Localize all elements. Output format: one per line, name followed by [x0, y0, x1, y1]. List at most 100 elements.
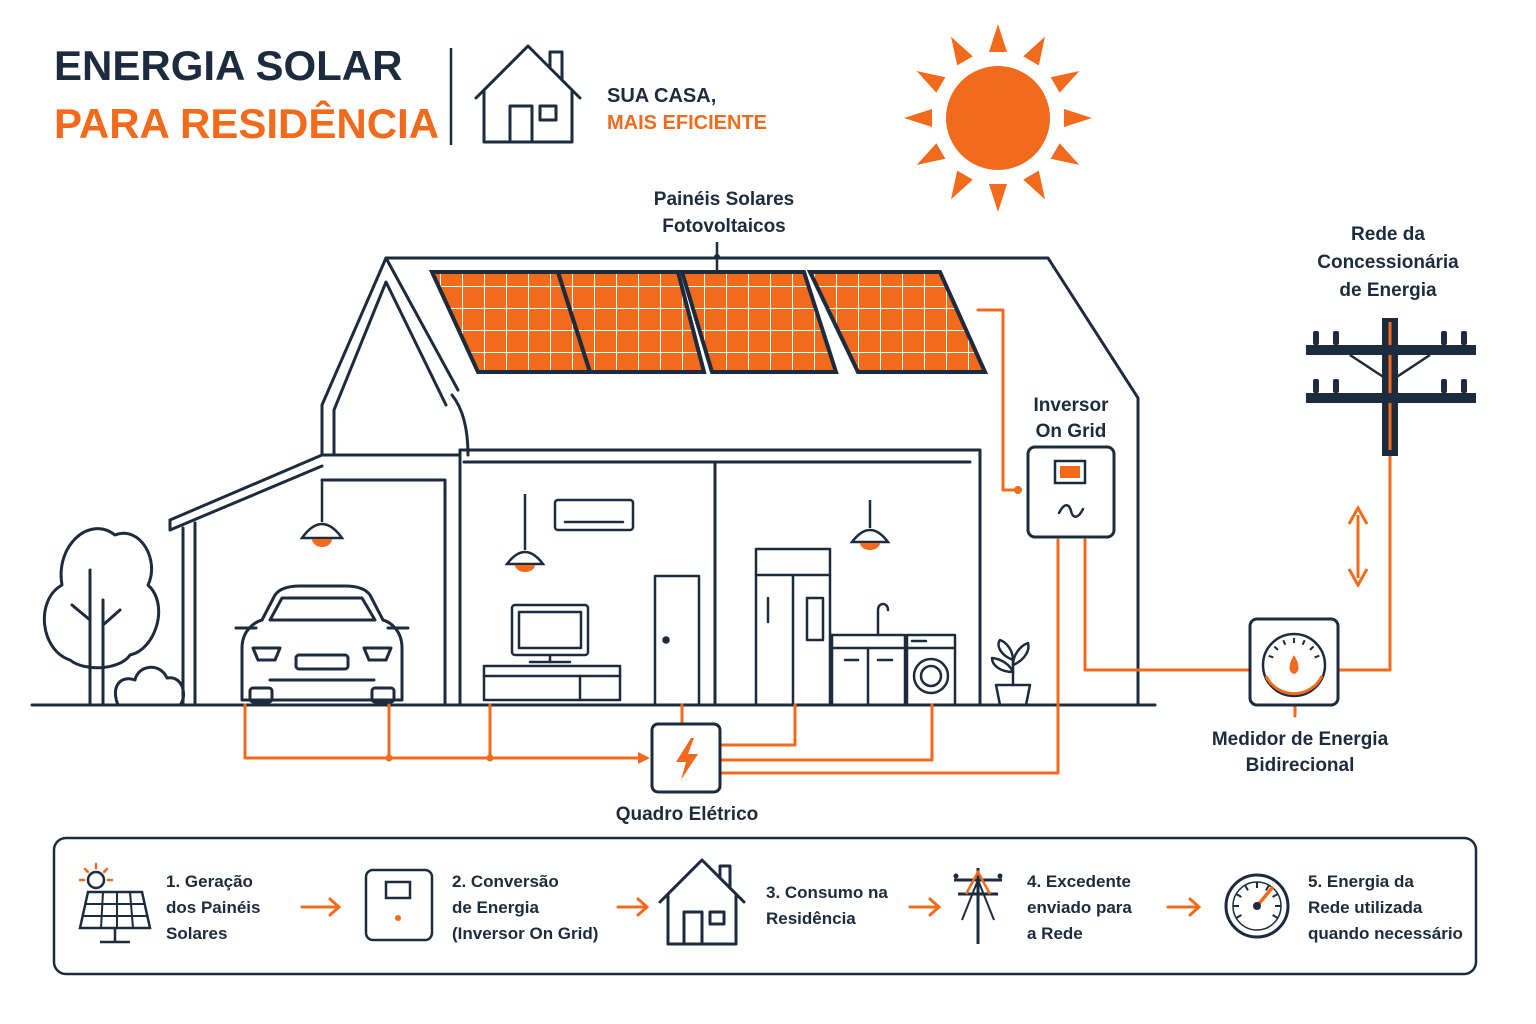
inverter-icon — [1026, 445, 1116, 539]
step-3: 3. Consumo na Residência — [658, 858, 888, 946]
sun-ray — [951, 36, 973, 66]
meter-tick — [1301, 639, 1306, 646]
step-5-line-3: quando necessário — [1308, 924, 1463, 943]
sun-ray — [904, 109, 932, 127]
label-meter-1: Medidor de Energia — [1212, 729, 1389, 750]
step-3-line-2: Residência — [766, 909, 856, 928]
gauge-tick — [1265, 884, 1270, 891]
meter-tick — [1268, 654, 1274, 659]
solar-panel — [679, 270, 839, 374]
house-icon — [658, 858, 746, 946]
refrigerator-icon — [754, 547, 832, 707]
label-inverter-2: On Grid — [1036, 421, 1107, 442]
step-4: 4. Excedente enviado para a Rede — [953, 868, 1132, 944]
gauge-tick — [1235, 914, 1242, 919]
step-4-line-3: a Rede — [1027, 924, 1083, 943]
meter-tick — [1309, 645, 1315, 651]
house-outline — [30, 256, 1157, 707]
sun-icon — [904, 24, 1092, 212]
step-arrow-1 — [300, 897, 342, 917]
pole-insulator — [1461, 331, 1467, 345]
label-grid-1: Rede da — [1351, 224, 1425, 245]
label-breaker: Quadro Elétrico — [616, 804, 759, 825]
tv-icon — [510, 603, 590, 664]
sink-counter-icon — [830, 602, 907, 707]
energy-meter-icon — [1248, 617, 1340, 707]
label-meter-2: Bidirecional — [1246, 755, 1355, 776]
solar-panel — [555, 270, 707, 374]
pole-insulator — [1441, 379, 1447, 393]
tagline-line1: SUA CASA, — [607, 85, 716, 107]
step-2-line-3: (Inversor On Grid) — [452, 924, 598, 943]
step-arrow-3 — [908, 897, 942, 917]
sun-ray — [1050, 71, 1080, 93]
solar-panel — [806, 270, 989, 374]
kitchen-lamp-icon — [849, 500, 891, 550]
label-grid-3: de Energia — [1339, 280, 1437, 301]
tagline-line2: MAIS EFICIENTE — [607, 112, 767, 134]
step-1: 1. Geração dos Painéis Solares — [78, 862, 260, 944]
sun-ray — [1050, 143, 1080, 165]
step-2-line-2: de Energia — [452, 898, 539, 917]
pole-insulator — [1313, 331, 1319, 345]
gauge-tick — [1244, 884, 1249, 891]
power-pole-icon — [953, 868, 1003, 944]
sun-ray — [1023, 170, 1045, 200]
plant-icon — [990, 638, 1032, 707]
step-3-line-1: 3. Consumo na — [766, 883, 888, 902]
step-5-line-1: 5. Energia da — [1308, 872, 1414, 891]
pole-insulator — [1333, 379, 1339, 393]
step-5-line-2: Rede utilizada — [1308, 898, 1423, 917]
sun-ray — [1023, 36, 1045, 66]
pole-insulator — [1313, 379, 1319, 393]
solar-panels — [428, 270, 989, 374]
inverter-icon — [364, 868, 434, 942]
step-2-line-1: 2. Conversão — [452, 872, 559, 891]
door-icon — [653, 574, 701, 707]
solar-panel-icon — [78, 862, 152, 944]
sun-ray — [951, 170, 973, 200]
pole-insulator — [1333, 331, 1339, 345]
step-1-line-1: 1. Geração — [166, 872, 253, 891]
washing-machine-icon — [905, 633, 957, 707]
label-grid-2: Concessionária — [1317, 252, 1459, 273]
utility-pole-icon — [1306, 318, 1476, 456]
label-panels-1: Painéis Solares — [654, 189, 794, 210]
sun-ray — [989, 184, 1007, 212]
gauge-tick — [1235, 893, 1242, 898]
sun-ray — [916, 71, 946, 93]
bidirectional-arrow-icon — [1347, 504, 1369, 589]
sun-ray — [916, 143, 946, 165]
gauge-tick — [1272, 914, 1279, 919]
step-1-line-3: Solares — [166, 924, 227, 943]
living-lamp-icon — [504, 494, 546, 572]
sun-ray — [989, 24, 1007, 52]
label-panels-2: Fotovoltaicos — [662, 216, 786, 237]
sun-ray — [1064, 109, 1092, 127]
header-house-icon — [474, 44, 582, 144]
step-2: 2. Conversão de Energia (Inversor On Gri… — [364, 868, 598, 943]
label-inverter-1: Inversor — [1034, 395, 1110, 416]
title-line2: PARA RESIDÊNCIA — [54, 99, 439, 147]
step-4-line-2: enviado para — [1027, 898, 1132, 917]
garage-lamp-icon — [299, 480, 345, 547]
wiring — [243, 308, 1392, 775]
air-conditioner-icon — [553, 498, 635, 532]
pole-insulator — [1461, 379, 1467, 393]
tv-cabinet-icon — [482, 664, 622, 702]
pole-insulator — [1441, 331, 1447, 345]
meter-tick — [1282, 639, 1287, 646]
step-4-line-1: 4. Excedente — [1027, 872, 1131, 891]
gauge-icon — [1224, 873, 1290, 939]
header: ENERGIA SOLAR PARA RESIDÊNCIA SUA CASA, … — [54, 42, 767, 147]
step-5: 5. Energia da Rede utilizada quando nece… — [1224, 872, 1463, 943]
meter-tick — [1314, 654, 1320, 659]
title-line1: ENERGIA SOLAR — [54, 42, 402, 89]
meter-tick — [1273, 645, 1279, 651]
breaker-panel-icon — [650, 722, 722, 794]
gauge-tick — [1272, 893, 1279, 898]
tree-icon — [42, 527, 161, 707]
step-arrow-4 — [1166, 897, 1202, 917]
step-1-line-2: dos Painéis — [166, 898, 260, 917]
